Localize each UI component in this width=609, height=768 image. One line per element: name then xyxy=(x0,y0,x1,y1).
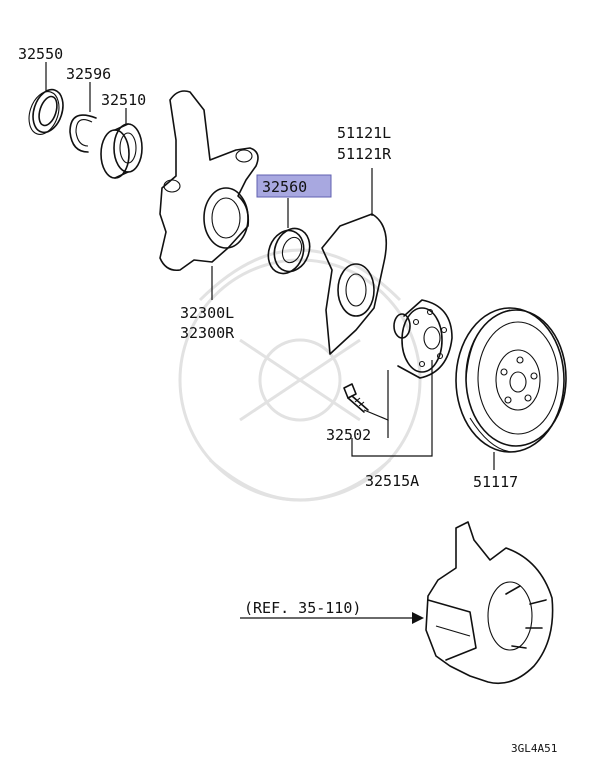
part-51117-brake-disc[interactable] xyxy=(455,307,567,453)
part-32510-bearing[interactable] xyxy=(100,123,143,179)
callout-32560[interactable]: 32560 xyxy=(262,178,307,196)
part-32560-seal[interactable] xyxy=(263,224,316,279)
callout-32510[interactable]: 32510 xyxy=(101,91,146,109)
callout-51121R[interactable]: 51121R xyxy=(337,145,392,163)
part-51121-dust-shield[interactable] xyxy=(321,213,388,355)
bracket-32515A xyxy=(351,360,433,457)
callout-32515A[interactable]: 32515A xyxy=(365,472,419,490)
part-32596-snap-ring[interactable] xyxy=(69,114,97,153)
callout-51121L[interactable]: 51121L xyxy=(337,124,391,142)
callout-32502[interactable]: 32502 xyxy=(326,426,371,444)
part-32502-hub-bolt[interactable] xyxy=(343,383,369,413)
highlight-32560 xyxy=(256,174,332,198)
part-32515A-hub[interactable] xyxy=(393,299,453,379)
watermark-emblem xyxy=(178,248,422,502)
callout-51117[interactable]: 51117 xyxy=(473,473,518,491)
diagram-code: 3GL4A51 xyxy=(511,742,557,755)
callout-ref-35-110[interactable]: (REF. 35-110) xyxy=(244,599,361,617)
ref-arrowhead xyxy=(412,612,424,624)
ref-caliper-assembly[interactable] xyxy=(425,521,554,685)
leader-32502 xyxy=(363,370,389,421)
callout-32300R[interactable]: 32300R xyxy=(180,324,235,342)
part-32550-seal[interactable] xyxy=(24,86,68,138)
callout-32550[interactable]: 32550 xyxy=(18,45,63,63)
callout-32300L[interactable]: 32300L xyxy=(180,304,234,322)
part-32300-knuckle[interactable] xyxy=(159,90,259,272)
callout-32596[interactable]: 32596 xyxy=(66,65,111,83)
